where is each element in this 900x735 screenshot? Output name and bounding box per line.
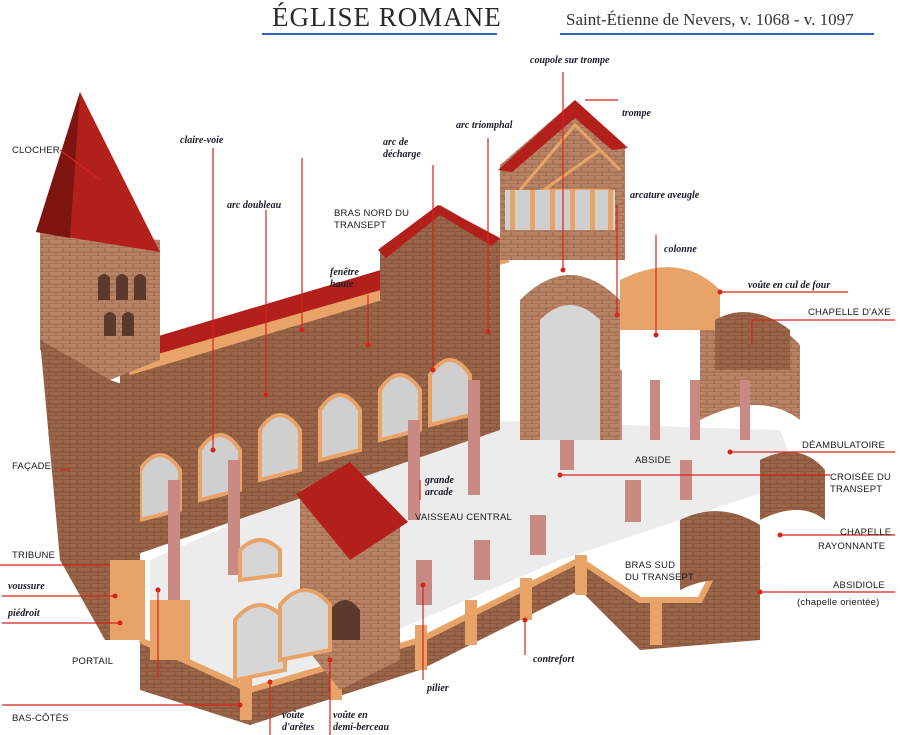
label-contrefort: contrefort <box>533 654 574 665</box>
label-arc-decharge-2: décharge <box>383 149 421 160</box>
label-arcature-aveugle: arcature aveugle <box>630 190 699 201</box>
label-chapelle-rayonnante-2: RAYONNANTE <box>818 541 885 552</box>
label-colonne: colonne <box>664 244 697 255</box>
portal-jamb <box>110 560 145 640</box>
label-bras-sud-1: BRAS SUD <box>625 560 675 571</box>
north-transept <box>380 205 500 300</box>
apse-vault <box>620 267 720 330</box>
label-deambulatoire: DÉAMBULATOIRE <box>802 440 885 451</box>
label-arc-triomphal: arc triomphal <box>456 120 512 131</box>
label-chapelle-rayonnante-1: CHAPELLE <box>840 527 891 538</box>
label-fenetre-haute-1: fenêtre <box>330 267 359 278</box>
label-claire-voie: claire-voie <box>180 135 223 146</box>
label-voute-berceau-2: demi-berceau <box>333 722 389 733</box>
label-bras-sud-2: DU TRANSEPT <box>625 572 694 583</box>
label-absidiole-2: (chapelle orientée) <box>797 597 880 608</box>
label-grande-arcade-2: arcade <box>425 487 453 498</box>
label-voussure: voussure <box>8 581 45 592</box>
label-voute-cul-de-four: voûte en cul de four <box>748 280 830 291</box>
label-fenetre-haute-2: haute <box>330 279 353 290</box>
porch-window <box>330 600 360 640</box>
radiating-chapel <box>760 452 825 520</box>
label-voute-aretes-1: voûte <box>282 710 304 721</box>
label-chapelle-axe: CHAPELLE D'AXE <box>808 307 891 318</box>
label-voute-aretes-2: d'arêtes <box>282 722 314 733</box>
label-bras-nord-1: BRAS NORD DU <box>334 208 409 219</box>
open-drum <box>505 190 615 230</box>
label-trompe: trompe <box>622 108 651 119</box>
label-clocher: CLOCHER <box>12 145 60 156</box>
label-grande-arcade-1: grande <box>425 475 454 486</box>
label-bas-cotes: BAS-CÔTÉS <box>12 713 69 724</box>
label-croisee-1: CROISÉE DU <box>830 472 891 483</box>
label-portail: PORTAIL <box>72 656 113 667</box>
label-tribune: TRIBUNE <box>12 550 55 561</box>
label-voute-berceau-1: voûte en <box>333 710 368 721</box>
apse-opening <box>540 305 600 440</box>
label-absidiole-1: ABSIDIOLE <box>833 580 885 591</box>
label-vaisseau-central: VAISSEAU CENTRAL <box>415 512 512 523</box>
portal-arch <box>150 600 190 660</box>
label-coupole-sur-trompe: coupole sur trompe <box>530 55 609 66</box>
label-pilier: pilier <box>427 683 449 694</box>
label-croisee-2: TRANSEPT <box>830 484 882 495</box>
label-facade: FAÇADE <box>12 461 51 472</box>
label-arc-decharge-1: arc de <box>383 137 408 148</box>
label-piedroit: piédroit <box>8 608 40 619</box>
label-arc-doubleau: arc doubleau <box>227 200 281 211</box>
label-abside: ABSIDE <box>635 455 671 466</box>
label-bras-nord-2: TRANSEPT <box>334 220 386 231</box>
